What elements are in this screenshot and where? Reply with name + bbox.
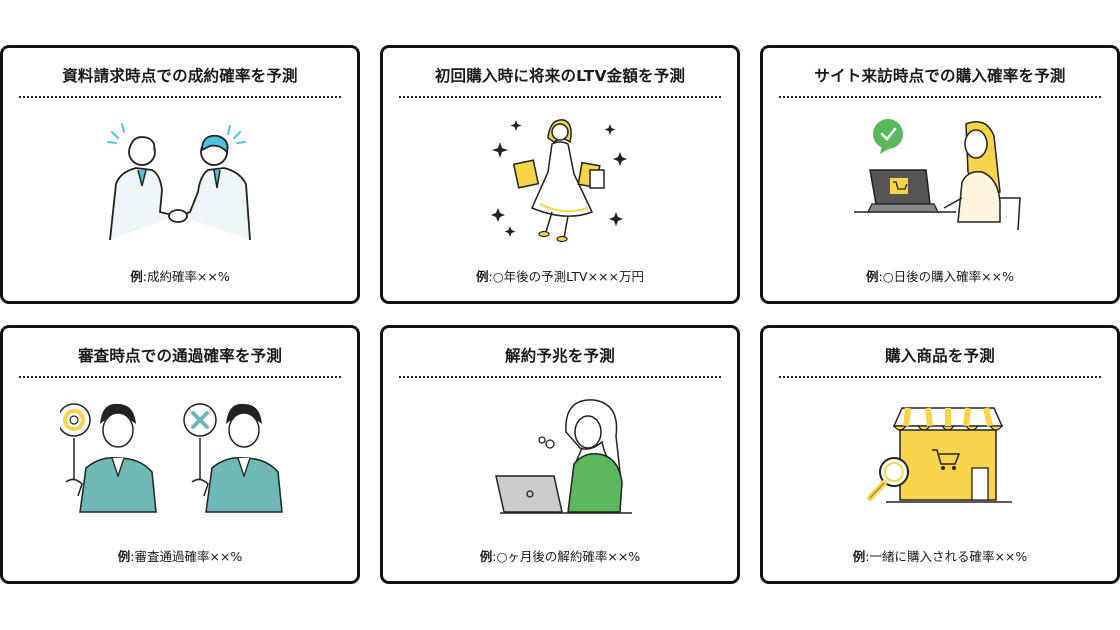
example-text: :○日後の購入確率××% xyxy=(878,269,1014,284)
card-example: 例:審査通過確率××% xyxy=(3,546,357,565)
example-label: 例 xyxy=(852,549,866,564)
example-text: :○年後の予測LTV×××万円 xyxy=(488,269,644,284)
shop-magnifier-illustration xyxy=(850,392,1030,522)
example-text: :○ヶ月後の解約確率××% xyxy=(492,549,641,564)
example-label: 例 xyxy=(130,269,143,284)
worried-woman-laptop-illustration xyxy=(470,392,650,522)
card-title: 審査時点での通過確率を予測 xyxy=(77,347,283,365)
card-title: サイト来訪時点での購入確率を予測 xyxy=(814,67,1066,85)
card-title: 初回購入時に将来のLTV金額を予測 xyxy=(434,67,686,85)
example-text: :成約確率××% xyxy=(142,269,230,284)
card-title: 解約予兆を予測 xyxy=(505,347,615,365)
dotted-divider xyxy=(399,376,721,378)
example-label: 例 xyxy=(479,549,493,564)
shopping-woman-illustration xyxy=(470,112,650,242)
prediction-card-churn: 解約予兆を予測 例:○ヶ月後の解約確率××% xyxy=(380,325,740,584)
dotted-divider xyxy=(19,376,341,378)
card-example: 例:一緒に購入される確率××% xyxy=(763,546,1117,565)
card-example: 例:成約確率××% xyxy=(3,266,357,285)
handshake-illustration xyxy=(90,112,270,242)
dotted-divider xyxy=(19,96,341,98)
dotted-divider xyxy=(399,96,721,98)
review-pass-fail-illustration xyxy=(60,392,300,522)
dotted-divider xyxy=(779,96,1101,98)
example-label: 例 xyxy=(476,269,489,284)
prediction-card-conversion: 資料請求時点での成約確率を予測 例:成約確率××% xyxy=(0,45,360,304)
prediction-card-product: 購入商品を予測 例:一緒に購入される確率××% xyxy=(760,325,1120,584)
dotted-divider xyxy=(779,376,1101,378)
example-text: :審査通過確率××% xyxy=(130,549,243,564)
prediction-card-ltv: 初回購入時に将来のLTV金額を予測 xyxy=(380,45,740,304)
card-example: 例:○年後の予測LTV×××万円 xyxy=(383,266,737,285)
online-shopping-illustration xyxy=(850,112,1030,242)
prediction-card-review: 審査時点での通過確率を予測 例:審査通過確率××% xyxy=(0,325,360,584)
example-label: 例 xyxy=(117,549,131,564)
example-label: 例 xyxy=(866,269,879,284)
card-example: 例:○ヶ月後の解約確率××% xyxy=(383,546,737,565)
prediction-card-purchase: サイト来訪時点での購入確率を予測 例:○日後の購入確率××% xyxy=(760,45,1120,304)
card-example: 例:○日後の購入確率××% xyxy=(763,266,1117,285)
card-title: 資料請求時点での成約確率を予測 xyxy=(62,67,298,85)
card-title: 購入商品を予測 xyxy=(885,347,995,365)
example-text: :一緒に購入される確率××% xyxy=(865,549,1028,564)
